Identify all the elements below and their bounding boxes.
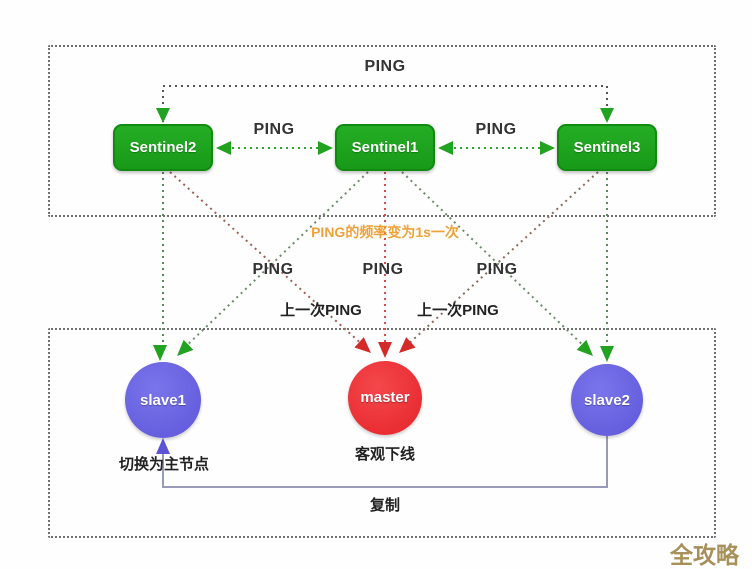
ping-loop-line (156, 85, 614, 123)
switch-to-master-label: 切换为主节点 (118, 456, 209, 473)
monitor-line-s2-master (169, 171, 371, 353)
slave2-node: slave2 (571, 364, 643, 436)
monitor-line-s1-slave2 (401, 171, 593, 356)
sentinel2-label: Sentinel2 (129, 139, 197, 156)
monitor-line-s3-master (399, 171, 599, 353)
last-ping-label-2: 上一次PING (417, 302, 499, 319)
sentinel3-node: Sentinel3 (557, 124, 657, 171)
sentinel-cluster-boundary (48, 45, 716, 217)
monitor-line-s2-slave1 (153, 172, 167, 361)
monitor-ping-label-3: PING (476, 261, 518, 278)
data-node-boundary (48, 328, 716, 538)
ping-left-label: PING (253, 121, 295, 138)
monitor-ping-label-2: PING (362, 261, 404, 278)
ping-frequency-note: PING的频率变为1s一次 (311, 224, 459, 240)
monitor-line-s3-slave2 (600, 172, 614, 362)
slave1-label: slave1 (140, 391, 186, 409)
master-label: master (360, 389, 410, 406)
sentinel1-label: Sentinel1 (351, 139, 419, 156)
sentinel2-node: Sentinel2 (113, 124, 213, 171)
ping-right-label: PING (475, 121, 517, 138)
objective-offline-label: 客观下线 (354, 446, 415, 463)
slave2-label: slave2 (584, 391, 630, 409)
ping-link-s2-s1 (216, 141, 333, 155)
replicate-line (156, 436, 608, 488)
slave1-node: slave1 (125, 362, 201, 438)
monitor-ping-label-1: PING (252, 261, 294, 278)
sentinel1-node: Sentinel1 (335, 124, 435, 171)
last-ping-label-1: 上一次PING (280, 302, 362, 319)
watermark: 全攻略 (670, 542, 739, 568)
master-node: master (348, 361, 422, 435)
monitor-line-s1-master (378, 172, 392, 358)
replicate-label: 复制 (369, 497, 400, 514)
sentinel3-label: Sentinel3 (573, 139, 641, 156)
ping-link-s1-s3 (438, 141, 555, 155)
monitor-line-s1-slave1 (177, 171, 369, 356)
ping-top-label: PING (364, 58, 406, 75)
